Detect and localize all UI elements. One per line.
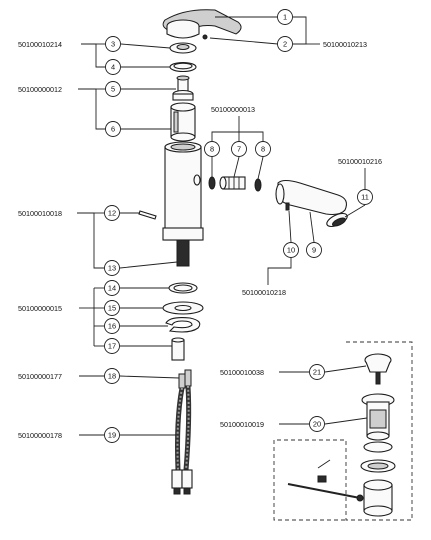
pop-up-plug <box>364 353 392 385</box>
callout-15: 15 <box>104 300 120 316</box>
part-number-50100010218: 50100010218 <box>242 288 286 297</box>
fiber-washer <box>168 282 198 294</box>
callout-4: 4 <box>105 59 121 75</box>
waste-body <box>360 393 396 517</box>
callout-12: 12 <box>104 205 120 221</box>
svg-text:20: 20 <box>313 420 321 429</box>
svg-text:9: 9 <box>312 246 316 255</box>
callout-7: 7 <box>231 141 247 157</box>
svg-text:15: 15 <box>108 304 116 313</box>
part-number-50100010018: 50100010018 <box>18 209 62 218</box>
callout-1: 1 <box>277 9 293 25</box>
flex-hoses <box>171 369 193 495</box>
svg-text:10: 10 <box>287 246 295 255</box>
part-number-50100010019: 50100010019 <box>220 420 264 429</box>
callout-10: 10 <box>283 242 299 258</box>
svg-text:18: 18 <box>108 372 116 381</box>
svg-text:1: 1 <box>283 13 287 22</box>
waste-assembly-frame <box>273 341 413 521</box>
diverter-parts <box>208 176 262 192</box>
callout-21: 21 <box>309 364 325 380</box>
cartridge <box>170 102 196 142</box>
svg-text:16: 16 <box>108 322 116 331</box>
callout-8-right: 8 <box>255 141 271 157</box>
svg-text:21: 21 <box>313 368 321 377</box>
grub-screw <box>202 34 208 40</box>
svg-text:14: 14 <box>108 284 116 293</box>
callout-18: 18 <box>104 368 120 384</box>
retaining-ring <box>169 61 197 73</box>
callout-13: 13 <box>104 260 120 276</box>
callout-19: 19 <box>104 427 120 443</box>
callout-8-left: 8 <box>204 141 220 157</box>
callout-16: 16 <box>104 318 120 334</box>
svg-text:19: 19 <box>108 431 116 440</box>
svg-text:8: 8 <box>261 145 265 154</box>
part-number-50100000177: 50100000177 <box>18 372 62 381</box>
metal-washer <box>162 301 204 315</box>
svg-text:2: 2 <box>283 40 287 49</box>
set-screw <box>138 210 157 220</box>
part-number-50100010038: 50100010038 <box>220 368 264 377</box>
svg-text:12: 12 <box>108 209 116 218</box>
callout-2: 2 <box>277 36 293 52</box>
svg-text:11: 11 <box>361 193 369 202</box>
part-number-50100010213: 50100010213 <box>323 40 367 49</box>
mixer-body <box>162 141 204 267</box>
svg-text:13: 13 <box>108 264 116 273</box>
svg-text:4: 4 <box>111 63 115 72</box>
part-number-50100010216: 50100010216 <box>338 157 382 166</box>
leader-lines <box>77 16 368 436</box>
svg-text:8: 8 <box>210 145 214 154</box>
spout <box>275 179 347 216</box>
callout-17: 17 <box>104 338 120 354</box>
svg-text:5: 5 <box>111 85 115 94</box>
callout-11: 11 <box>357 189 373 205</box>
callout-6: 6 <box>105 121 121 137</box>
svg-text:3: 3 <box>111 40 115 49</box>
callout-5: 5 <box>105 81 121 97</box>
part-number-50100000178: 50100000178 <box>18 431 62 440</box>
svg-text:17: 17 <box>108 342 116 351</box>
part-number-50100010214: 50100010214 <box>18 40 62 49</box>
cartridge-cap <box>169 42 197 54</box>
handle-lever <box>162 9 242 39</box>
part-number-50100000012: 50100000012 <box>18 85 62 94</box>
fixing-nut <box>171 337 185 361</box>
callout-3: 3 <box>105 36 121 52</box>
part-number-50100000013: 50100000013 <box>211 105 255 114</box>
callout-20: 20 <box>309 416 325 432</box>
svg-text:6: 6 <box>111 125 115 134</box>
pop-up-rod <box>287 459 364 502</box>
horseshoe-washer <box>165 317 201 333</box>
svg-text:7: 7 <box>237 145 241 154</box>
callout-14: 14 <box>104 280 120 296</box>
part-number-50100000015: 50100000015 <box>18 304 62 313</box>
callout-9: 9 <box>306 242 322 258</box>
spindle <box>172 75 194 101</box>
